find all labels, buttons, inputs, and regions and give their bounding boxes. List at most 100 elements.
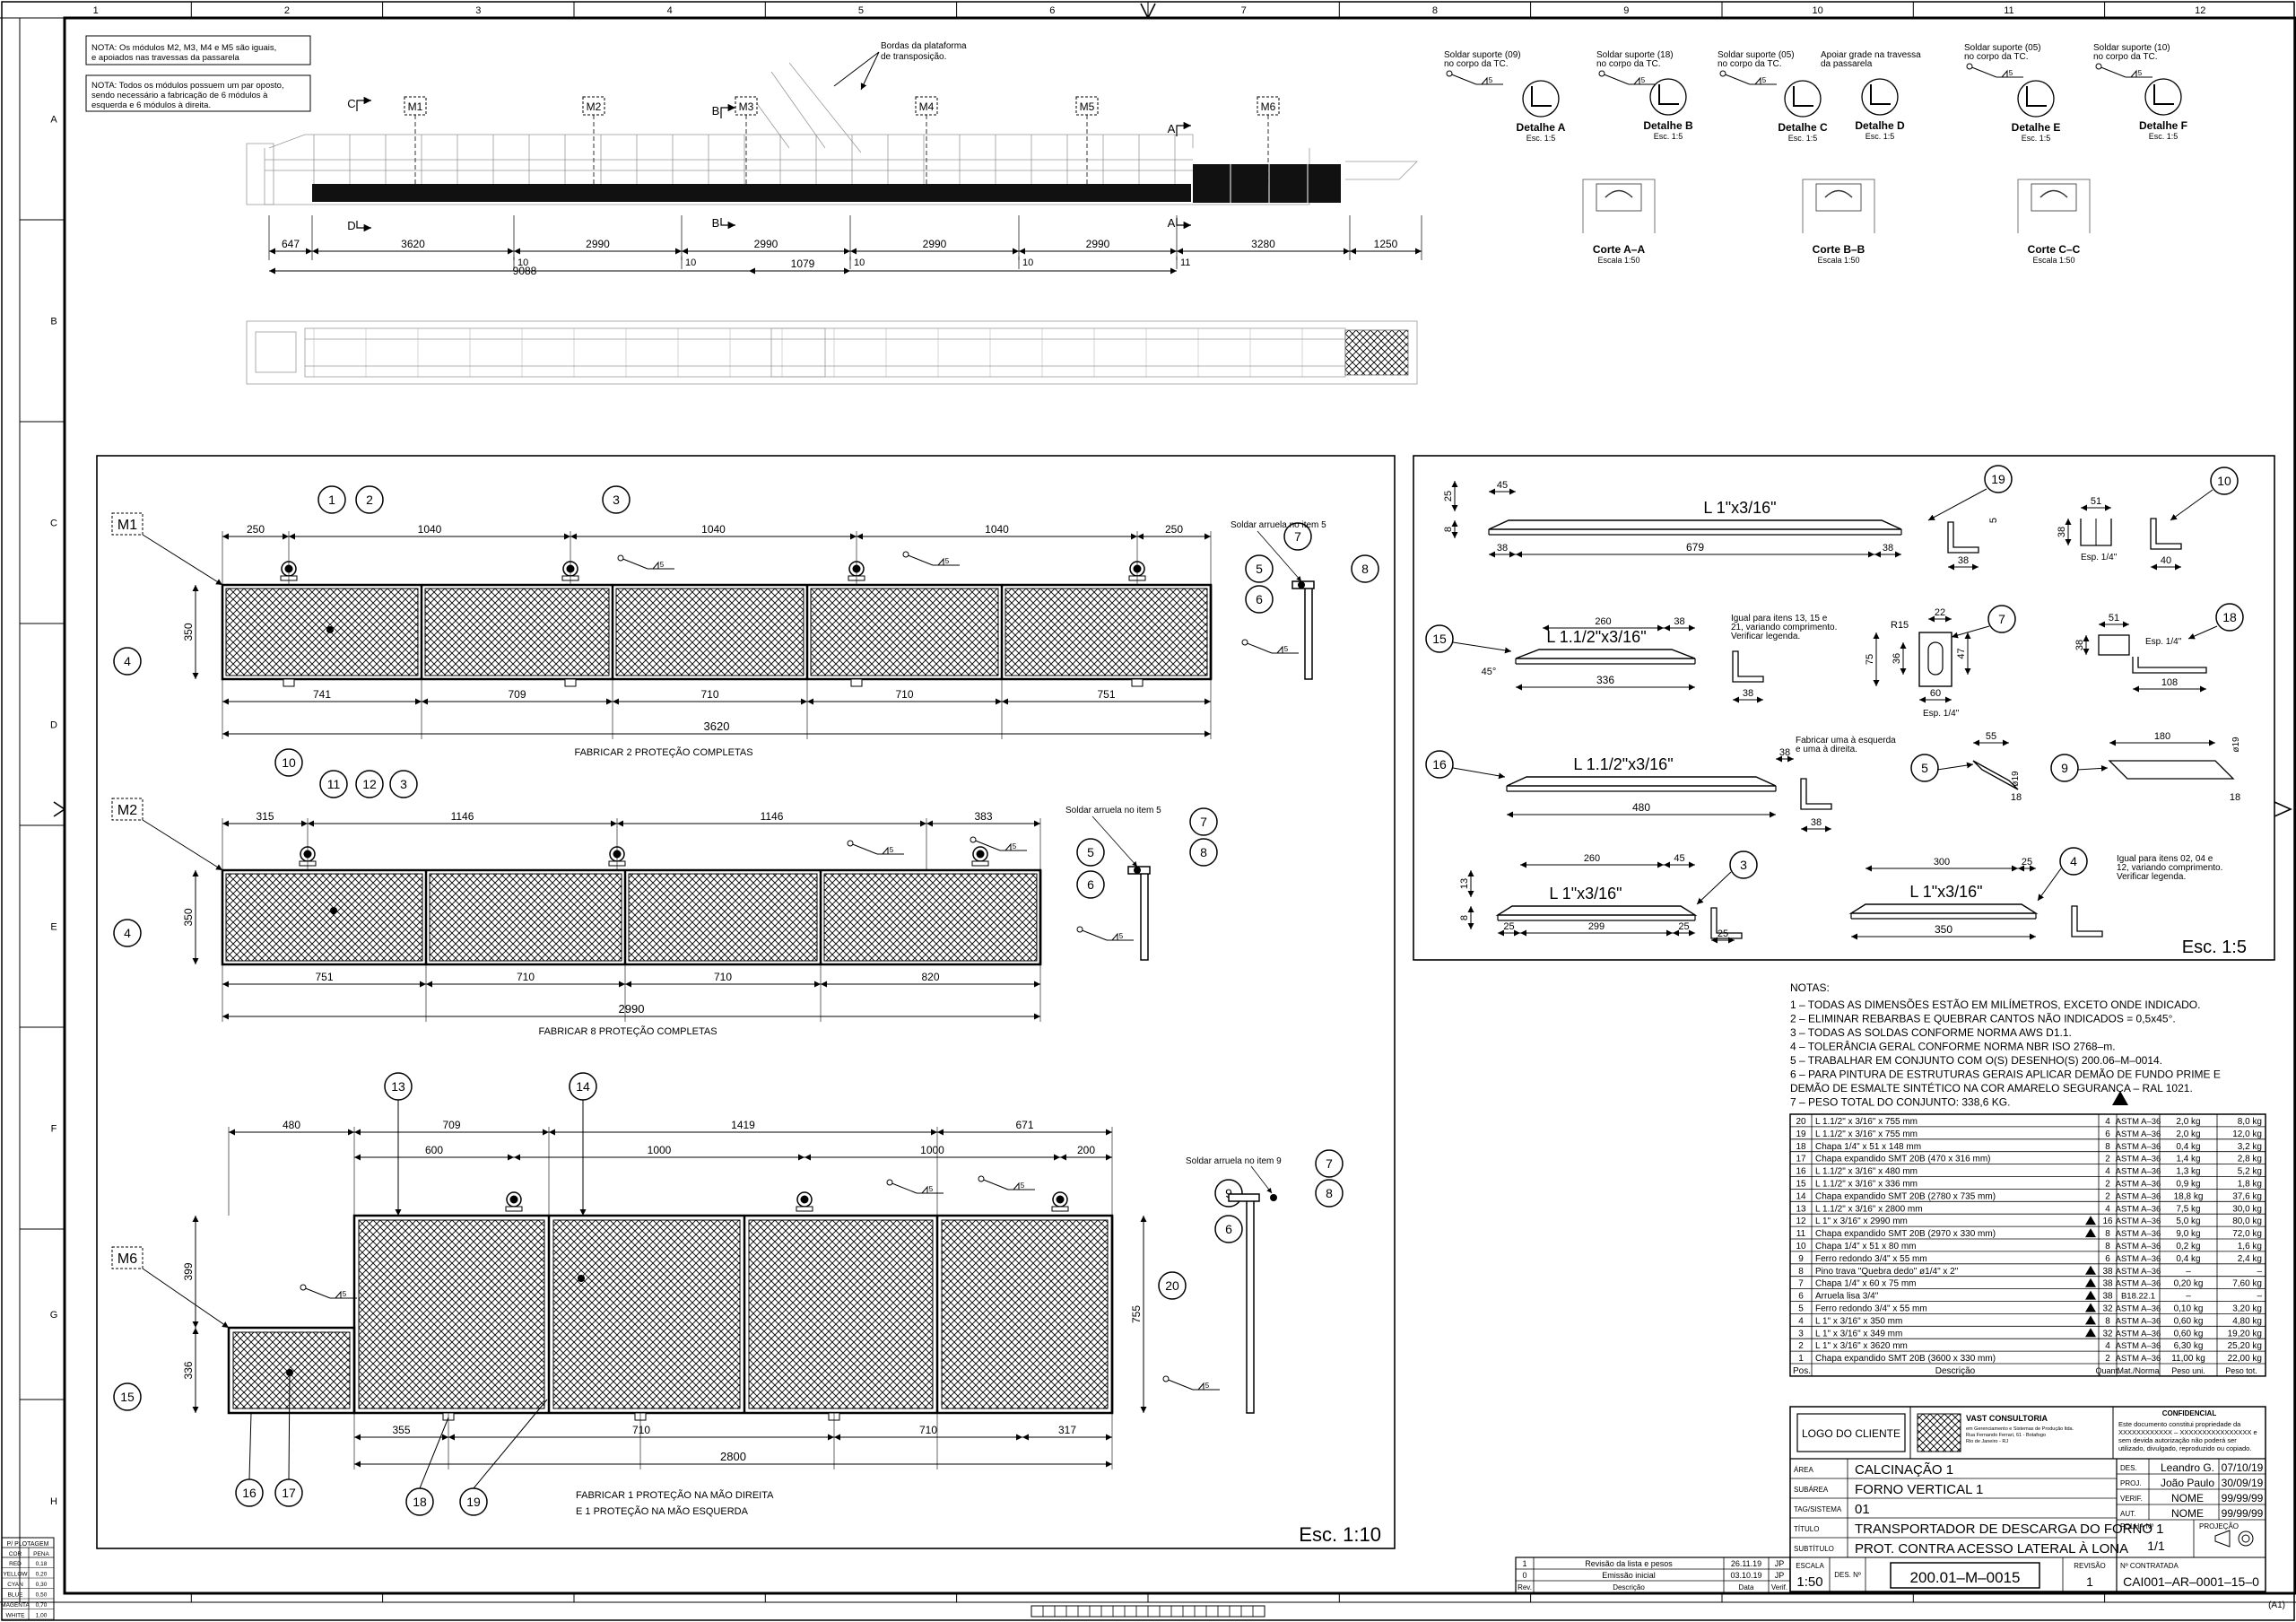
weld-size: 5 bbox=[1205, 1382, 1210, 1390]
bom-material: ASTM A–36 bbox=[2116, 1279, 2161, 1289]
row-label-G: G bbox=[50, 1310, 58, 1321]
detail-title: Detalhe A bbox=[1517, 121, 1566, 134]
title-field-label: TAG/SISTEMA bbox=[1794, 1505, 1842, 1513]
dimension-value: 710 bbox=[700, 688, 718, 701]
bom-pos: 20 bbox=[1796, 1117, 1806, 1127]
dimension-value: 45 bbox=[1497, 480, 1508, 491]
module-tag-M6: M6 bbox=[111, 1246, 230, 1329]
cut-title: Corte B–B bbox=[1813, 243, 1866, 256]
weld-detail-2: Soldar suporte (18)no corpo da TC.Detalh… bbox=[1596, 50, 1693, 141]
balloon-label: 9 bbox=[2061, 761, 2068, 775]
bom-total-weight: 72,0 kg bbox=[2232, 1229, 2262, 1239]
bom-description: L 1" x 3/16" x 3620 mm bbox=[1815, 1341, 1908, 1351]
weld-note-1: Soldar suporte (10) bbox=[2093, 43, 2170, 53]
side-profile bbox=[1304, 584, 1313, 680]
bom-total-weight: 22,00 kg bbox=[2228, 1354, 2262, 1364]
weld-symbol: 5 bbox=[1241, 639, 1299, 654]
part-note: Igual para itens 13, 15 e bbox=[1731, 614, 1828, 624]
weld-size: 5 bbox=[945, 557, 950, 565]
signoff-name: Leandro G. bbox=[2161, 1461, 2214, 1474]
module-tag-M1: M1 bbox=[111, 512, 223, 586]
foot-bracket bbox=[850, 678, 863, 687]
module-tag-text: M6 bbox=[1261, 100, 1276, 113]
dimension-value: 751 bbox=[1097, 688, 1115, 701]
bom-description: L 1" x 3/16" x 350 mm bbox=[1815, 1316, 1902, 1326]
part-profile-label: L 1"x3/16" bbox=[1703, 499, 1776, 517]
row-label-H: H bbox=[50, 1496, 57, 1507]
signoff-name: NOME bbox=[2171, 1507, 2204, 1520]
dimension-value: 45 bbox=[1674, 853, 1684, 864]
bom-total-weight: 3,2 kg bbox=[2238, 1142, 2262, 1152]
title-field-value: TRANSPORTADOR DE DESCARGA DO FORNO 1 bbox=[1855, 1522, 2164, 1537]
balloon-label: 16 bbox=[242, 1486, 257, 1500]
dimension-value: 38 bbox=[2074, 640, 2085, 650]
side-bracket bbox=[1228, 1193, 1260, 1202]
bom-header-pos: Pos. bbox=[1793, 1366, 1811, 1376]
bom-description: Ferro redondo 3/4" x 55 mm bbox=[1815, 1304, 1927, 1314]
confidential-title: CONFIDENCIAL bbox=[2162, 1409, 2217, 1417]
detail-scale: Esc. 1:5 bbox=[1526, 134, 1556, 143]
part-profile-label: L 1.1/2"x3/16" bbox=[1573, 755, 1673, 773]
revision-date: 26.11.19 bbox=[1731, 1559, 1761, 1568]
balloon-label: 16 bbox=[1432, 757, 1447, 772]
bom-unit-weight: 1,4 kg bbox=[2176, 1155, 2200, 1164]
balloon-label: 14 bbox=[576, 1079, 590, 1094]
signoff-role: AUT. bbox=[2120, 1510, 2135, 1518]
bom-material: ASTM A–36 bbox=[2116, 1304, 2161, 1314]
plot-title: P/ PLOTAGEM bbox=[7, 1541, 49, 1548]
bom-material: ASTM A–36 bbox=[2116, 1354, 2161, 1364]
dimension-value: 315 bbox=[256, 810, 274, 823]
detail-title: Detalhe B bbox=[1643, 119, 1693, 132]
bom-material: ASTM A–36 bbox=[2116, 1341, 2161, 1351]
clip-base bbox=[796, 1206, 813, 1212]
dimension-value: 679 bbox=[1686, 541, 1704, 554]
mesh-panel bbox=[552, 1219, 741, 1409]
bom-total-weight: – bbox=[2257, 1292, 2262, 1302]
weld-size: 5 bbox=[1021, 1182, 1025, 1190]
balloon-label: 3 bbox=[1740, 858, 1747, 872]
balloon-item-7: 7 bbox=[1189, 807, 1218, 836]
bom-header-description: Descrição bbox=[1935, 1366, 1976, 1376]
weld-note-1: Soldar suporte (09) bbox=[1444, 50, 1521, 60]
clip-bracket bbox=[796, 1191, 813, 1212]
weld-detail-5: Soldar suporte (05)no corpo da TC.Detalh… bbox=[1964, 43, 2060, 143]
dimension-value: 25 bbox=[2022, 857, 2032, 868]
clip-bracket bbox=[1051, 1191, 1069, 1212]
bom-total-weight: 2,4 kg bbox=[2238, 1254, 2262, 1264]
plot-color: CYAN bbox=[7, 1582, 23, 1588]
dimension-value: 1040 bbox=[701, 523, 726, 536]
weld-size: 5 bbox=[660, 561, 665, 569]
section-mark-A: A bbox=[1168, 216, 1176, 230]
weld-size: 5 bbox=[2138, 69, 2143, 77]
bom-total-weight: 4,80 kg bbox=[2232, 1316, 2262, 1326]
detail-title: Detalhe F bbox=[2139, 119, 2187, 132]
bom-quantity: 38 bbox=[2102, 1267, 2113, 1277]
bom-total-weight: 5,2 kg bbox=[2238, 1167, 2262, 1177]
balloon-label: 18 bbox=[2222, 610, 2237, 624]
dimension-value: 1146 bbox=[761, 810, 784, 823]
balloon-item-8: 8 bbox=[1351, 554, 1379, 583]
dimension-value: 8 bbox=[1459, 915, 1470, 920]
balloon-item-15: 15 bbox=[113, 1382, 142, 1411]
balloon-label: 8 bbox=[1326, 1186, 1333, 1200]
dimension-value: 350 bbox=[182, 908, 195, 926]
plate-18 bbox=[2098, 634, 2130, 656]
part-profile-label: L 1"x3/16" bbox=[1549, 885, 1622, 903]
bom-pos: 16 bbox=[1796, 1167, 1806, 1177]
mesh-panel bbox=[429, 873, 622, 962]
side-profile bbox=[1246, 1197, 1255, 1414]
clip-bracket bbox=[971, 846, 989, 867]
drawing-number-box bbox=[1890, 1562, 2040, 1589]
plot-pen: 0,30 bbox=[36, 1582, 48, 1588]
